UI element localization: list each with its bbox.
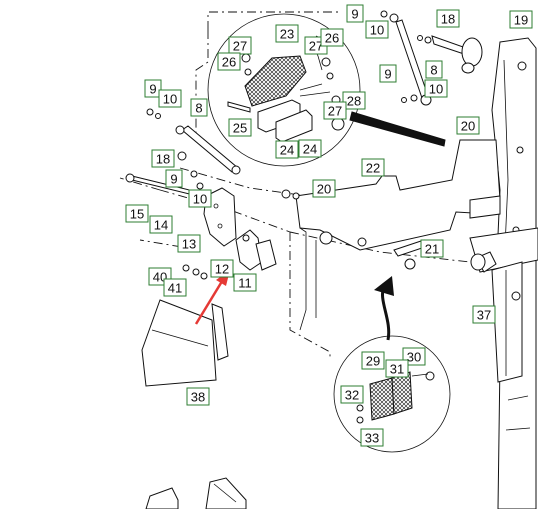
callout-9b: 9 xyxy=(379,64,397,83)
callout-11: 11 xyxy=(233,273,257,292)
callout-14: 14 xyxy=(149,215,173,234)
callout-label: 23 xyxy=(280,27,294,42)
detail-pointer xyxy=(349,111,446,147)
callout-28: 28 xyxy=(342,91,366,110)
callout-label: 24 xyxy=(280,143,294,158)
callout-label: 28 xyxy=(347,94,361,109)
callout-22: 22 xyxy=(361,158,385,177)
callout-8a: 8 xyxy=(425,60,443,79)
main-bracket xyxy=(295,139,501,331)
callout-23: 23 xyxy=(275,24,299,43)
callout-label: 27 xyxy=(328,104,342,119)
callout-label: 9 xyxy=(384,67,391,82)
callout-label: 15 xyxy=(130,207,144,222)
callout-9d: 9 xyxy=(165,169,183,188)
callout-label: 29 xyxy=(366,354,380,369)
callout-10d: 10 xyxy=(188,189,212,208)
callout-27c: 27 xyxy=(323,101,347,120)
callout-38: 38 xyxy=(186,387,210,406)
callout-label: 27 xyxy=(309,39,323,54)
lever-38 xyxy=(141,299,229,387)
callout-9c: 9 xyxy=(144,79,162,98)
callout-26b: 26 xyxy=(217,52,241,71)
callout-26a: 26 xyxy=(320,28,344,47)
callout-label: 33 xyxy=(365,431,379,446)
callout-10a: 10 xyxy=(365,20,389,39)
callout-29: 29 xyxy=(361,351,385,370)
callout-label: 18 xyxy=(156,152,170,167)
callout-30: 30 xyxy=(402,347,426,366)
callout-label: 32 xyxy=(345,388,359,403)
callout-label: 10 xyxy=(370,23,384,38)
callout-label: 26 xyxy=(325,31,339,46)
callout-label: 20 xyxy=(317,182,331,197)
callout-33: 33 xyxy=(360,428,384,447)
callout-label: 20 xyxy=(461,119,475,134)
callout-label: 8 xyxy=(430,63,437,78)
callout-37: 37 xyxy=(472,305,496,324)
black-arrow xyxy=(374,276,394,341)
callout-label: 18 xyxy=(441,12,455,27)
bottom-partial-parts xyxy=(145,477,247,509)
callout-label: 10 xyxy=(163,92,177,107)
callout-label: 31 xyxy=(390,362,404,377)
detail-view-top xyxy=(207,13,361,167)
plate-13 xyxy=(203,187,237,247)
callout-12: 12 xyxy=(210,259,234,278)
callout-20a: 20 xyxy=(456,116,480,135)
callout-label: 25 xyxy=(233,121,247,136)
callout-label: 26 xyxy=(222,55,236,70)
callout-label: 9 xyxy=(170,172,177,187)
callout-19: 19 xyxy=(509,10,533,29)
callout-label: 38 xyxy=(191,390,205,405)
callout-15: 15 xyxy=(125,204,149,223)
callout-label: 8 xyxy=(195,101,202,116)
callout-27a: 27 xyxy=(228,36,252,55)
callout-label: 22 xyxy=(366,161,380,176)
callout-label: 27 xyxy=(233,39,247,54)
callout-label: 14 xyxy=(154,218,168,233)
callout-31: 31 xyxy=(385,359,409,378)
callout-label: 13 xyxy=(182,237,196,252)
callout-24b: 24 xyxy=(298,139,322,158)
callout-10b: 10 xyxy=(424,79,448,98)
callout-20b: 20 xyxy=(312,179,336,198)
callout-label: 24 xyxy=(303,142,317,157)
callout-label: 12 xyxy=(215,262,229,277)
callout-25: 25 xyxy=(228,118,252,137)
callout-label: 9 xyxy=(149,82,156,97)
callout-8b: 8 xyxy=(190,98,208,117)
callout-41: 41 xyxy=(163,278,187,297)
callout-18a: 18 xyxy=(436,9,460,28)
callout-label: 37 xyxy=(477,308,491,323)
upper-linkage xyxy=(380,10,483,106)
callout-10c: 10 xyxy=(158,89,182,108)
callout-21: 21 xyxy=(420,239,444,258)
callout-label: 41 xyxy=(168,281,182,296)
callout-label: 9 xyxy=(351,7,358,22)
lower-frame xyxy=(469,227,538,383)
callout-label: 10 xyxy=(429,82,443,97)
callout-label: 21 xyxy=(425,242,439,257)
callout-18b: 18 xyxy=(151,149,175,168)
callout-label: 10 xyxy=(193,192,207,207)
callout-9a: 9 xyxy=(346,4,364,23)
callout-27b: 27 xyxy=(304,36,328,55)
callout-label: 19 xyxy=(514,13,528,28)
callout-24a: 24 xyxy=(275,140,299,159)
callout-32: 32 xyxy=(340,385,364,404)
detail-view-bottom xyxy=(333,335,451,453)
callout-13: 13 xyxy=(177,234,201,253)
callout-label: 30 xyxy=(407,350,421,365)
callout-label: 11 xyxy=(238,276,252,291)
